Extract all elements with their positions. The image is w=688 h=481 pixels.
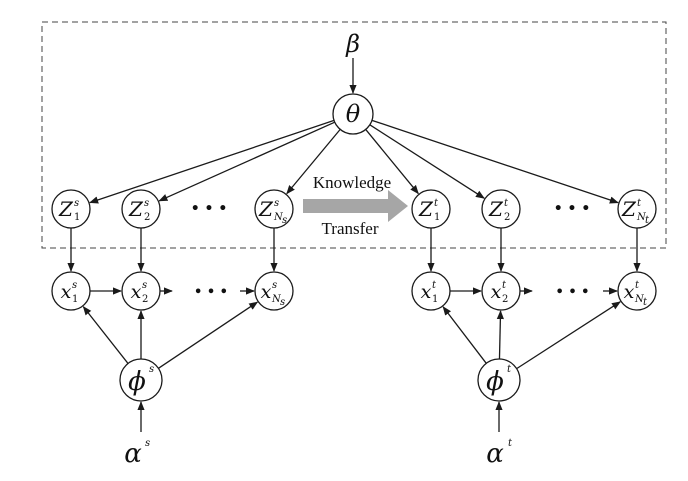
z-target-1-node-superscript: t xyxy=(434,198,439,209)
x-target-1-node-base: x xyxy=(421,281,432,303)
alpha-target: α t xyxy=(486,438,513,469)
theta-to-z-target-1-edge xyxy=(365,129,419,195)
x-source-n-node-subscript: N xyxy=(271,294,282,305)
x-source-1-node-superscript: s xyxy=(72,280,77,291)
x-target-1-node-superscript: t xyxy=(432,280,437,291)
theta-label: θ xyxy=(346,100,361,128)
alpha-source: α s xyxy=(124,438,150,469)
x-source-2-node-base: x xyxy=(131,281,142,303)
alpha-source-label: α xyxy=(124,439,142,469)
x-target-n-node-subsubscript: t xyxy=(643,297,648,308)
phi-to-x-source-1-edge xyxy=(82,306,129,364)
z-source-2-node-base: Z xyxy=(128,197,144,221)
x-target-2-node-superscript: t xyxy=(502,280,507,291)
edges xyxy=(67,58,641,432)
z-target-2-node-superscript: t xyxy=(504,198,509,209)
z-target-n-node-superscript: t xyxy=(637,198,642,209)
target-z-ellipsis: • • • xyxy=(554,201,591,217)
z-source-1-node-subscript: 1 xyxy=(74,212,80,223)
z-source-n-node-subsubscript: s xyxy=(282,215,287,226)
z-source-2-node-superscript: s xyxy=(144,198,149,209)
alpha-target-label: α xyxy=(486,439,504,469)
x-target-n-node-superscript: t xyxy=(635,280,640,291)
x-target-n-node-subscript: N xyxy=(634,294,645,305)
knowledge-label: Knowledge xyxy=(313,173,391,192)
phi-target-node: ϕ t xyxy=(477,358,521,402)
phi-source-label: ϕ xyxy=(128,367,146,397)
z-target-n-node-subsubscript: t xyxy=(645,215,650,226)
source-z-ellipsis: • • • xyxy=(191,201,228,217)
z-target-1-node-subscript: 1 xyxy=(434,212,440,223)
theta-to-z-source-n-edge xyxy=(286,128,341,195)
z-target-n-node-base: Z xyxy=(621,197,637,221)
x-target-2-node-subscript: 2 xyxy=(502,294,508,305)
phi-to-x-target-2-edge xyxy=(496,310,505,360)
z-source-1-node-base: Z xyxy=(58,197,74,221)
z-target-1-node-base: Z xyxy=(418,197,434,221)
theta-to-z-target-2-edge xyxy=(369,124,485,199)
phi-source-node: ϕ s xyxy=(119,358,163,402)
alpha-source-superscript: s xyxy=(145,438,150,449)
x-source-1-node-base: x xyxy=(61,281,72,303)
z-target-n-node-subscript: N xyxy=(636,212,647,223)
x-source-1-node-subscript: 1 xyxy=(72,294,78,305)
x-source-n-node-base: x xyxy=(261,281,272,303)
x-source-2-node-superscript: s xyxy=(142,280,147,291)
knowledge-transfer-arrow xyxy=(303,190,408,222)
z-source-n-node-subscript: N xyxy=(273,212,284,223)
phi-target-superscript: t xyxy=(507,364,512,375)
beta-hyperparameter: β xyxy=(345,30,360,58)
transfer-label: Transfer xyxy=(322,219,379,238)
z-source-n-node-base: Z xyxy=(258,197,274,221)
z-target-2-node-base: Z xyxy=(488,197,504,221)
z-source-n-node-superscript: s xyxy=(274,198,279,209)
x-source-2-node-subscript: 2 xyxy=(142,294,148,305)
theta-to-z-source-2-edge xyxy=(158,121,336,202)
x-target-2-node-base: x xyxy=(491,281,502,303)
x-target-chain-ellipsis: • • • xyxy=(556,285,590,300)
alpha-target-superscript: t xyxy=(508,438,513,449)
x-target-1-node-subscript: 1 xyxy=(432,294,438,305)
z-target-2-node-subscript: 2 xyxy=(504,212,510,223)
x-source-n-node-superscript: s xyxy=(272,280,277,291)
theta-to-z-target-n-edge xyxy=(371,119,619,204)
x-source-n-node-subsubscript: s xyxy=(280,297,285,308)
x-target-n-node-base: x xyxy=(624,281,635,303)
phi-to-x-source-n-edge xyxy=(158,301,259,369)
x-source-chain-ellipsis: • • • xyxy=(194,285,228,300)
theta-to-z-source-1-edge xyxy=(89,119,335,204)
phi-target-label: ϕ xyxy=(486,367,504,397)
theta-node: θ xyxy=(332,93,374,135)
shared-parameter-plate xyxy=(41,21,667,249)
z-source-1-node-superscript: s xyxy=(74,198,79,209)
phi-source-superscript: s xyxy=(149,364,154,375)
phi-to-x-target-n-edge xyxy=(516,301,621,370)
phi-to-x-target-1-edge xyxy=(442,306,487,364)
z-source-2-node-subscript: 2 xyxy=(144,212,150,223)
